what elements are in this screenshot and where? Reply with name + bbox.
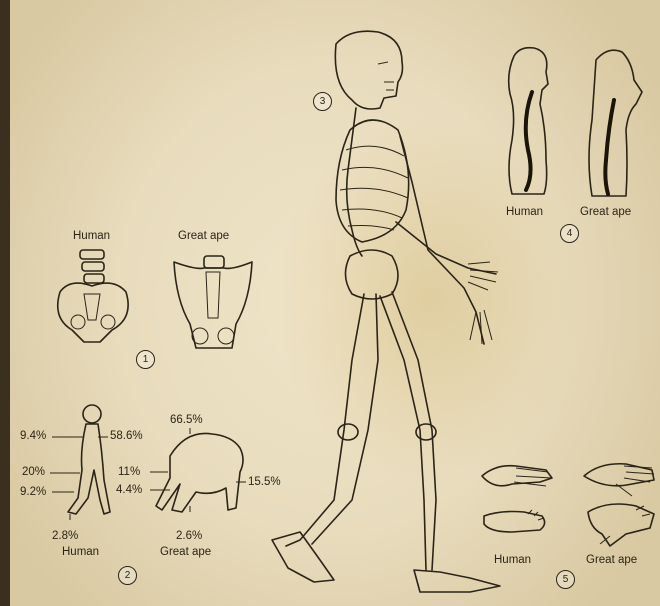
human-head-mass-label: 9.4% [20,430,46,442]
ape-leg-mass-label: 15.5% [248,476,281,488]
panel-number-1-badge: 1 [136,350,155,369]
panel-number-5-badge: 5 [556,570,575,589]
human-footprint-drawing [484,510,545,532]
ape-pelvis-drawing [174,256,252,348]
spine-human-label: Human [506,206,543,218]
proportions-great-ape-label: Great ape [160,546,211,558]
foot-human-label: Human [494,554,531,566]
human-leg-mass-label: 9.2% [20,486,46,498]
panel-number-4-badge: 4 [560,224,579,243]
ape-trunk-mass-label: 66.5% [170,414,203,426]
ape-spine-silhouette-drawing [589,50,642,196]
ape-silhouette-drawing [150,428,246,512]
human-thigh-mass-label: 20% [22,466,45,478]
human-pelvis-drawing [58,250,128,342]
spine-great-ape-label: Great ape [580,206,631,218]
human-foot-skeleton-drawing [482,466,552,486]
human-trunk-mass-label: 58.6% [110,430,143,442]
human-silhouette-drawing [50,405,110,520]
ape-arm-mass-label: 11% [118,466,140,478]
walking-human-skeleton-drawing [272,31,500,592]
ape-foot-mass-label: 2.6% [176,530,202,542]
ape-foot-skeleton-drawing [584,464,654,496]
panel-number-3-badge: 3 [313,92,332,111]
human-foot-mass-label: 2.8% [52,530,78,542]
foot-great-ape-label: Great ape [586,554,637,566]
pelvis-human-label: Human [73,230,110,242]
ape-thigh-mass-label: 4.4% [116,484,142,496]
human-spine-silhouette-drawing [509,48,548,194]
proportions-human-label: Human [62,546,99,558]
panel-number-2-badge: 2 [118,566,137,585]
pelvis-great-ape-label: Great ape [178,230,229,242]
ape-footprint-drawing [588,504,654,546]
